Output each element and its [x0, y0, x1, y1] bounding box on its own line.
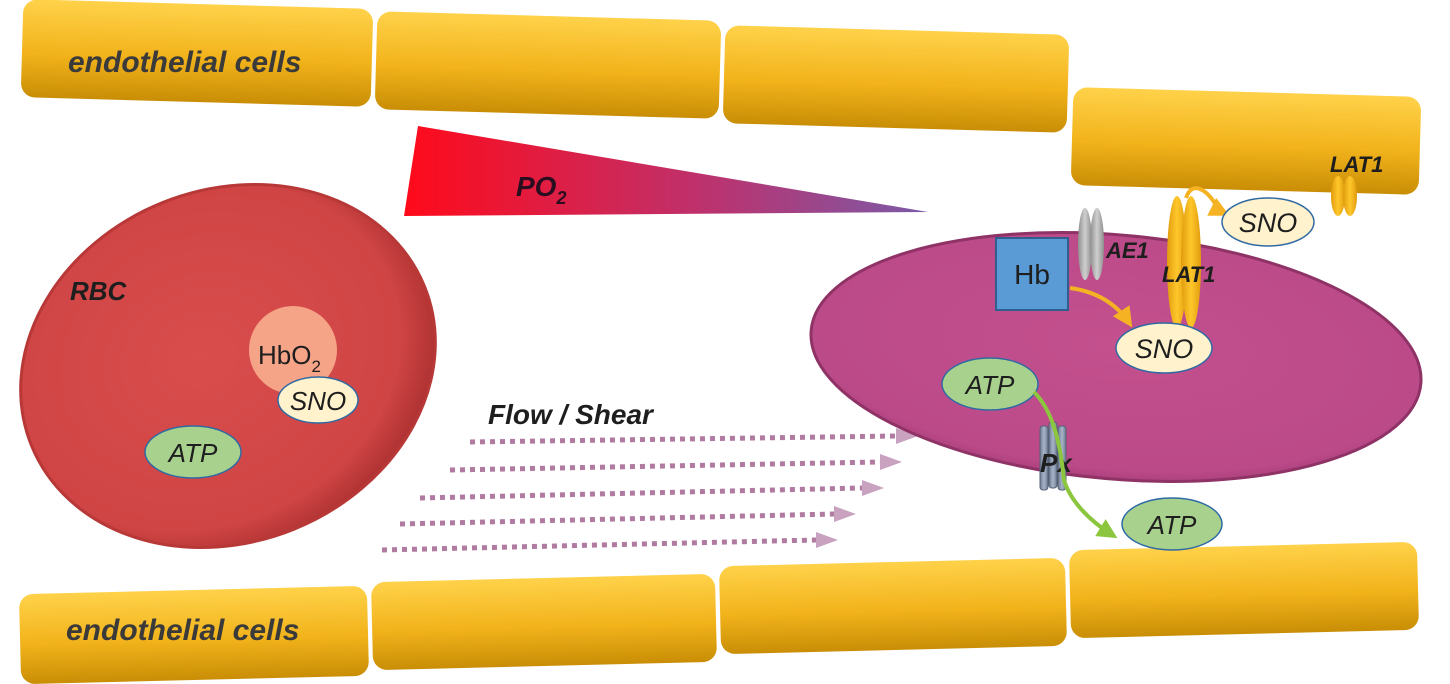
endothelial-cell: [21, 0, 373, 107]
lat1-rbc-label: LAT1: [1162, 262, 1215, 287]
endothelial-cell: [1071, 87, 1421, 195]
hb-box: [995, 237, 1069, 311]
oxygenated-rbc: RBC HbO2 SNO ATP: [19, 183, 437, 549]
flow-arrow: [381, 532, 838, 553]
deoxygenated-rbc-body: [809, 231, 1423, 483]
top-endothelium-label: endothelial cells: [68, 46, 301, 79]
po2-label: PO2: [516, 171, 566, 208]
atp-inner-label: ATP: [964, 370, 1015, 400]
atp-release-arrow: [1032, 390, 1118, 539]
lat1-endothelial-label: LAT1: [1330, 152, 1383, 177]
po2-gradient-wedge: [404, 126, 928, 216]
ae1-transporter-icon: [1078, 208, 1104, 280]
atp-released-label: ATP: [1146, 510, 1197, 540]
flow-shear: Flow / Shear: [381, 399, 918, 553]
sno-inner-label: SNO: [1135, 334, 1194, 364]
hb-to-sno-arrow: [1069, 286, 1133, 328]
endothelial-side: LAT1 SNO ATP: [1121, 152, 1383, 551]
endothelial-cell: [19, 586, 369, 684]
px-label: Px: [1040, 448, 1073, 478]
endothelial-cell: [371, 574, 717, 670]
sno-label: SNO: [290, 386, 346, 416]
endothelial-cell: [375, 11, 721, 119]
po2-gradient: PO2: [404, 126, 928, 216]
flow-arrow: [449, 454, 902, 473]
atp-inner-oval: [941, 357, 1039, 411]
sno-endothelial-label: SNO: [1239, 208, 1298, 238]
bottom-endothelium-label: endothelial cells: [66, 614, 299, 647]
top-endothelium: endothelial cells: [21, 0, 1421, 195]
sno-oval: [277, 376, 359, 424]
rbc-label: RBC: [70, 276, 128, 306]
atp-oval: [144, 425, 242, 479]
endothelial-cell: [723, 25, 1069, 133]
flow-shear-label: Flow / Shear: [488, 399, 655, 430]
oxygenated-rbc-body: [19, 183, 437, 549]
flow-arrow: [399, 506, 856, 527]
flow-arrow: [469, 428, 918, 445]
ae1-label: AE1: [1105, 238, 1149, 263]
endothelial-cell: [1069, 542, 1419, 638]
bottom-endothelium: endothelial cells: [19, 542, 1419, 684]
lat1-endothelial-transporter-icon: [1331, 176, 1357, 216]
hbo2-label: HbO2: [258, 340, 321, 376]
sno-endothelial-oval: [1221, 197, 1315, 247]
hb-label: Hb: [1014, 259, 1050, 290]
flow-arrow: [419, 480, 884, 501]
hbo2-circle: [249, 306, 337, 394]
lat1-rbc-transporter-icon: [1167, 196, 1201, 328]
endothelial-cell: [719, 558, 1067, 654]
sno-inner-oval: [1115, 322, 1213, 374]
atp-released-oval: [1121, 497, 1223, 551]
sno-transfer-arrow: [1184, 186, 1230, 216]
atp-label: ATP: [167, 438, 218, 468]
deoxygenated-rbc: AE1 Hb LAT1 SNO ATP Px: [809, 196, 1423, 539]
